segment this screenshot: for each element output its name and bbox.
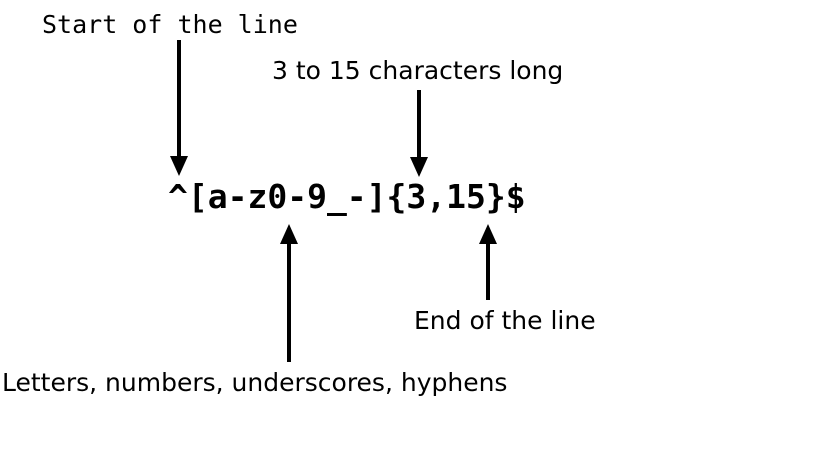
- annotation-label-allowed-characters: Letters, numbers, underscores, hyphens: [2, 368, 508, 397]
- arrow-start-of-line: [170, 40, 188, 176]
- annotation-label-start-of-line: Start of the line: [42, 10, 298, 39]
- arrow-length-range: [410, 90, 428, 177]
- arrow-end-of-line: [479, 224, 497, 300]
- annotation-label-end-of-line: End of the line: [414, 306, 596, 335]
- arrow-allowed-characters: [280, 224, 298, 362]
- regex-pattern-text: ^[a-z0-9_-]{3,15}$: [168, 177, 526, 216]
- annotation-label-length-range: 3 to 15 characters long: [272, 56, 564, 85]
